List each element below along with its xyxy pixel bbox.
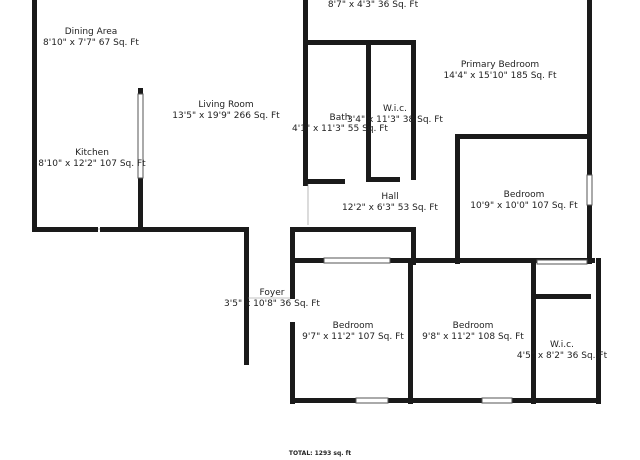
wall xyxy=(290,322,295,404)
wall xyxy=(366,40,371,182)
room-dims: 8'10" x 7'7" 67 Sq. Ft xyxy=(43,38,139,48)
window xyxy=(137,93,144,179)
room-name: Hall xyxy=(381,192,399,202)
room-wic-1: W.i.c. 3'4" x 11'3" 38 Sq. Ft xyxy=(345,104,445,126)
room-dims: 9'7" x 11'2" 107 Sq. Ft xyxy=(302,332,404,342)
wall xyxy=(455,134,590,139)
room-bath: Bath 4'1" x 11'3" 55 Sq. Ft xyxy=(290,113,390,135)
room-name: Bath xyxy=(329,113,351,123)
wall xyxy=(531,258,536,404)
wall xyxy=(408,258,413,404)
room-dims: 8'10" x 12'2" 107 Sq. Ft xyxy=(38,159,146,169)
wall xyxy=(290,258,324,263)
window xyxy=(586,174,593,206)
wall xyxy=(290,398,601,403)
wall xyxy=(411,227,416,265)
room-name: Kitchen xyxy=(75,148,109,158)
room-name: Dining Area xyxy=(64,27,118,37)
room-dims: 14'4" x 15'10" 185 Sq. Ft xyxy=(443,71,557,81)
room-dims: 13'5" x 19'9" 266 Sq. Ft xyxy=(172,111,280,121)
total-area: TOTAL: 1293 sq. ft xyxy=(288,450,352,457)
room-living: Living Room 13'5" x 19'9" 266 Sq. Ft xyxy=(167,100,285,122)
wall xyxy=(587,0,592,175)
wall xyxy=(303,40,415,45)
room-name: W.i.c. xyxy=(550,340,574,350)
room-bedroom-right: Bedroom 10'9" x 10'0" 107 Sq. Ft xyxy=(468,190,580,212)
room-name: Primary Bedroom xyxy=(460,60,540,70)
room-dining: Dining Area 8'10" x 7'7" 67 Sq. Ft xyxy=(41,27,141,49)
room-name: W.i.c. xyxy=(383,104,407,114)
window xyxy=(323,257,391,264)
room-foyer: Foyer 3'5" x 10'8" 36 Sq. Ft xyxy=(220,288,324,310)
wall xyxy=(290,227,415,232)
room-name: Bedroom xyxy=(452,321,494,331)
room-name: Living Room xyxy=(198,100,254,110)
room-name: Bedroom xyxy=(503,190,545,200)
wall xyxy=(244,227,249,365)
wall xyxy=(596,258,601,404)
wall xyxy=(390,258,595,263)
room-dims: 9'8" x 11'2" 108 Sq. Ft xyxy=(422,332,524,342)
room-dims: 8'7" x 4'3" 36 Sq. Ft xyxy=(327,0,419,10)
room-dims: 3'4" x 11'3" 38 Sq. Ft xyxy=(347,115,443,125)
wall xyxy=(303,0,308,186)
wall xyxy=(303,179,345,184)
room-bedroom-mid-2: Bedroom 9'8" x 11'2" 108 Sq. Ft xyxy=(418,321,528,343)
window xyxy=(536,259,588,265)
wall xyxy=(411,40,416,180)
room-kitchen: Kitchen 8'10" x 12'2" 107 Sq. Ft xyxy=(36,148,148,170)
room-dims: 4'5" x 8'2" 36 Sq. Ft xyxy=(516,351,608,361)
room-name: Foyer xyxy=(259,288,285,298)
room-hall: Hall 12'2" x 6'3" 53 Sq. Ft xyxy=(340,192,440,214)
wall xyxy=(587,204,592,264)
wall xyxy=(100,227,248,232)
window xyxy=(355,397,389,404)
room-dims: 10'9" x 10'0" 107 Sq. Ft xyxy=(470,201,578,211)
room-primary-bedroom: Primary Bedroom 14'4" x 15'10" 185 Sq. F… xyxy=(440,60,560,82)
door-swings xyxy=(98,184,309,299)
room-bedroom-mid: Bedroom 9'7" x 11'2" 107 Sq. Ft xyxy=(299,321,407,343)
room-dims: 4'1" x 11'3" 55 Sq. Ft xyxy=(292,124,388,134)
window xyxy=(481,397,513,404)
room-dims: 3'5" x 10'8" 36 Sq. Ft xyxy=(224,299,320,309)
room-closet-top: 8'7" x 4'3" 36 Sq. Ft xyxy=(318,0,428,11)
room-dims: 12'2" x 6'3" 53 Sq. Ft xyxy=(342,203,438,213)
wall xyxy=(32,0,37,232)
wall xyxy=(32,227,98,232)
room-wic-2: W.i.c. 4'5" x 8'2" 36 Sq. Ft xyxy=(514,340,610,362)
wall xyxy=(531,294,591,299)
wall xyxy=(366,177,400,182)
windows xyxy=(137,93,593,404)
wall xyxy=(455,134,460,264)
room-name: Bedroom xyxy=(332,321,374,331)
